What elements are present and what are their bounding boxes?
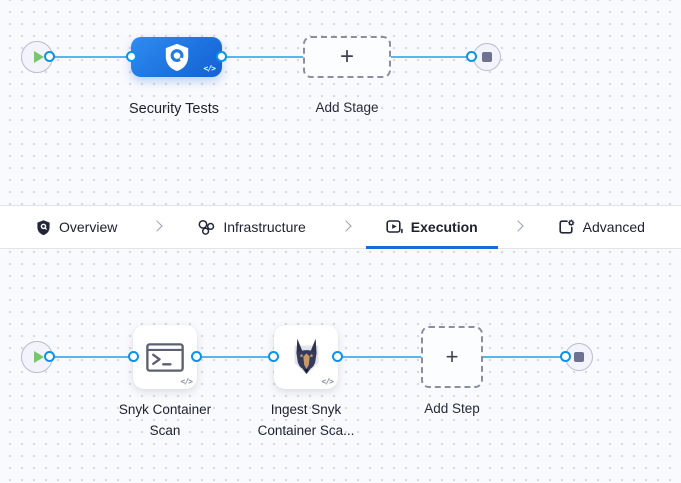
code-glyph: </>: [321, 377, 334, 386]
code-glyph: </>: [203, 64, 216, 73]
connector-port: [126, 51, 137, 62]
shield-scan-icon: [165, 43, 188, 71]
connector-port: [466, 51, 477, 62]
edge-start-to-stage: [50, 56, 132, 58]
tab-label: Infrastructure: [223, 219, 306, 235]
execution-play-icon: [386, 220, 403, 234]
step-label: Ingest Snyk Container Sca...: [257, 402, 355, 438]
tab-label: Execution: [410, 219, 478, 235]
stage-node-security-tests[interactable]: </>: [131, 37, 222, 77]
connector-port: [191, 351, 202, 362]
add-stage-label: Add Stage: [315, 100, 379, 115]
shield-icon: [37, 219, 50, 235]
connector-port: [560, 351, 571, 362]
stage-tab-bar: Overview Infrastructure Execution: [0, 205, 681, 249]
infrastructure-nodes-icon: [198, 219, 215, 235]
connector-port: [128, 351, 139, 362]
add-step-label: Add Step: [424, 401, 480, 416]
edge-step1-to-step2: [197, 356, 274, 358]
edge-addstep-to-end: [483, 356, 567, 358]
chevron-right-icon: [340, 220, 352, 232]
connector-port: [44, 51, 55, 62]
connector-port: [268, 351, 279, 362]
tab-execution[interactable]: Execution: [365, 206, 498, 249]
advanced-gear-icon: [559, 219, 575, 234]
edge-start-to-step1: [50, 356, 133, 358]
edge-step2-to-addstep: [338, 356, 421, 358]
plus-icon: +: [339, 43, 354, 70]
tab-advanced[interactable]: Advanced: [538, 206, 665, 248]
tab-label: Advanced: [582, 219, 645, 235]
stop-icon: [482, 52, 492, 62]
code-glyph: </>: [180, 377, 193, 386]
execution-start-node: [21, 341, 53, 373]
connector-port: [332, 351, 343, 362]
connector-port: [216, 51, 227, 62]
terminal-icon: [146, 342, 184, 372]
edge-addstage-to-end: [391, 56, 474, 58]
active-tab-indicator: [365, 246, 498, 249]
play-icon: [33, 51, 44, 63]
chevron-right-icon: [512, 220, 524, 232]
edge-stage-to-addstage: [222, 56, 303, 58]
stage-label: Security Tests: [129, 101, 219, 117]
step-node-snyk-container-scan[interactable]: </>: [133, 325, 197, 389]
plus-icon: +: [445, 344, 459, 369]
snyk-dog-icon: [294, 338, 318, 374]
chevron-right-icon: [151, 220, 164, 232]
play-icon: [33, 351, 44, 363]
pipeline-end-node: [473, 43, 501, 71]
tab-infrastructure[interactable]: Infrastructure: [177, 206, 325, 248]
add-step-node[interactable]: +: [421, 326, 483, 388]
stop-icon: [574, 352, 584, 362]
step-node-ingest-snyk-scan[interactable]: </>: [274, 325, 338, 389]
add-stage-node[interactable]: +: [303, 36, 391, 78]
step-label: Snyk Container Scan: [118, 402, 212, 438]
connector-port: [44, 351, 55, 362]
tab-label: Overview: [59, 219, 118, 235]
tab-overview[interactable]: Overview: [16, 206, 137, 248]
